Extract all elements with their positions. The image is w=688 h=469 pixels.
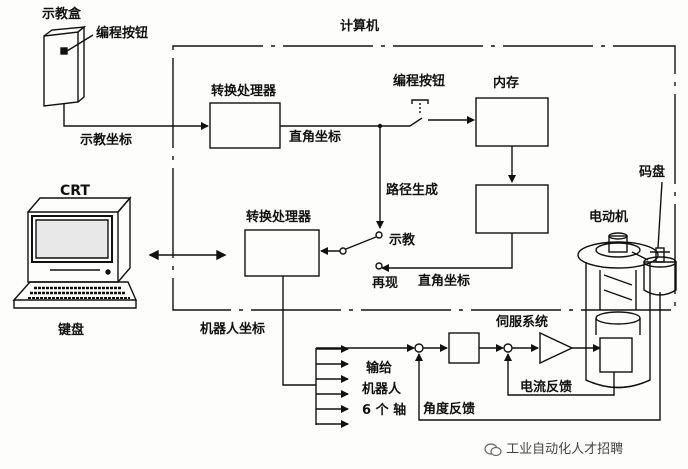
- pathgen-box: [475, 184, 549, 234]
- motor-drawing: [577, 232, 659, 389]
- teach-label: 示教: [389, 233, 416, 248]
- path-gen-label: 路径生成: [386, 183, 439, 198]
- selector-arm: [345, 236, 377, 250]
- program-switch-label: 编程按钮: [393, 74, 446, 89]
- converter-1-box: [209, 102, 281, 149]
- program-switch: [409, 117, 423, 127]
- program-button-label: 编程按钮: [96, 26, 149, 41]
- encoder-label: 码盘: [639, 165, 666, 180]
- output-label-1: 输给: [366, 361, 393, 376]
- current-feedback-line: [504, 353, 615, 396]
- keyboard: [12, 281, 138, 309]
- replay-contact: [375, 262, 383, 270]
- selector-pivot: [339, 247, 347, 255]
- teach-contact: [375, 231, 383, 239]
- program-button-leader: [66, 34, 94, 52]
- output-label-3: 6 个 轴: [362, 403, 407, 418]
- robot-coord-line: [282, 276, 316, 386]
- motor-label: 电动机: [589, 210, 629, 225]
- angle-feedback-line: [415, 292, 661, 421]
- watermark: 工业自动化人才招聘: [484, 438, 623, 457]
- replay-label: 再现: [372, 276, 399, 291]
- teach-box-label: 示教盒: [42, 7, 82, 22]
- crt-terminal: [27, 196, 132, 283]
- angle-feedback-label: 角度反馈: [423, 402, 476, 417]
- computer-boundary: [172, 45, 676, 311]
- replay-line: [381, 233, 513, 272]
- wechat-icon: [484, 442, 502, 457]
- cartesian-label-2: 直角坐标: [418, 274, 471, 289]
- servo-label: 伺服系统: [496, 315, 549, 330]
- teach-coord-line: [63, 104, 209, 130]
- robot-coord-label: 机器人坐标: [200, 322, 266, 337]
- keyboard-label: 键盘: [58, 323, 85, 338]
- encoder-drawing: [631, 181, 677, 296]
- computer-label: 计算机: [340, 19, 380, 34]
- cartesian-label-1: 直角坐标: [289, 130, 342, 145]
- controller-box: [448, 332, 480, 364]
- crt-label: CRT: [60, 183, 90, 199]
- teach-coord-label: 示教坐标: [80, 133, 133, 148]
- output-label-2: 机器人: [362, 382, 402, 397]
- watermark-text: 工业自动化人才招聘: [506, 442, 624, 457]
- converter-1-label: 转换处理器: [211, 84, 277, 99]
- summing-junction-1: [414, 343, 424, 353]
- converter-2-label: 转换处理器: [246, 210, 312, 225]
- memory-box: [475, 97, 549, 147]
- summing-junction-2: [503, 343, 513, 353]
- converter-2-box: [244, 229, 320, 277]
- teach-pendant: [43, 25, 87, 107]
- current-feedback-label: 电流反馈: [520, 380, 573, 395]
- program-switch-cap: [411, 99, 429, 104]
- memory-label: 内存: [493, 76, 520, 91]
- amplifier: [539, 331, 574, 365]
